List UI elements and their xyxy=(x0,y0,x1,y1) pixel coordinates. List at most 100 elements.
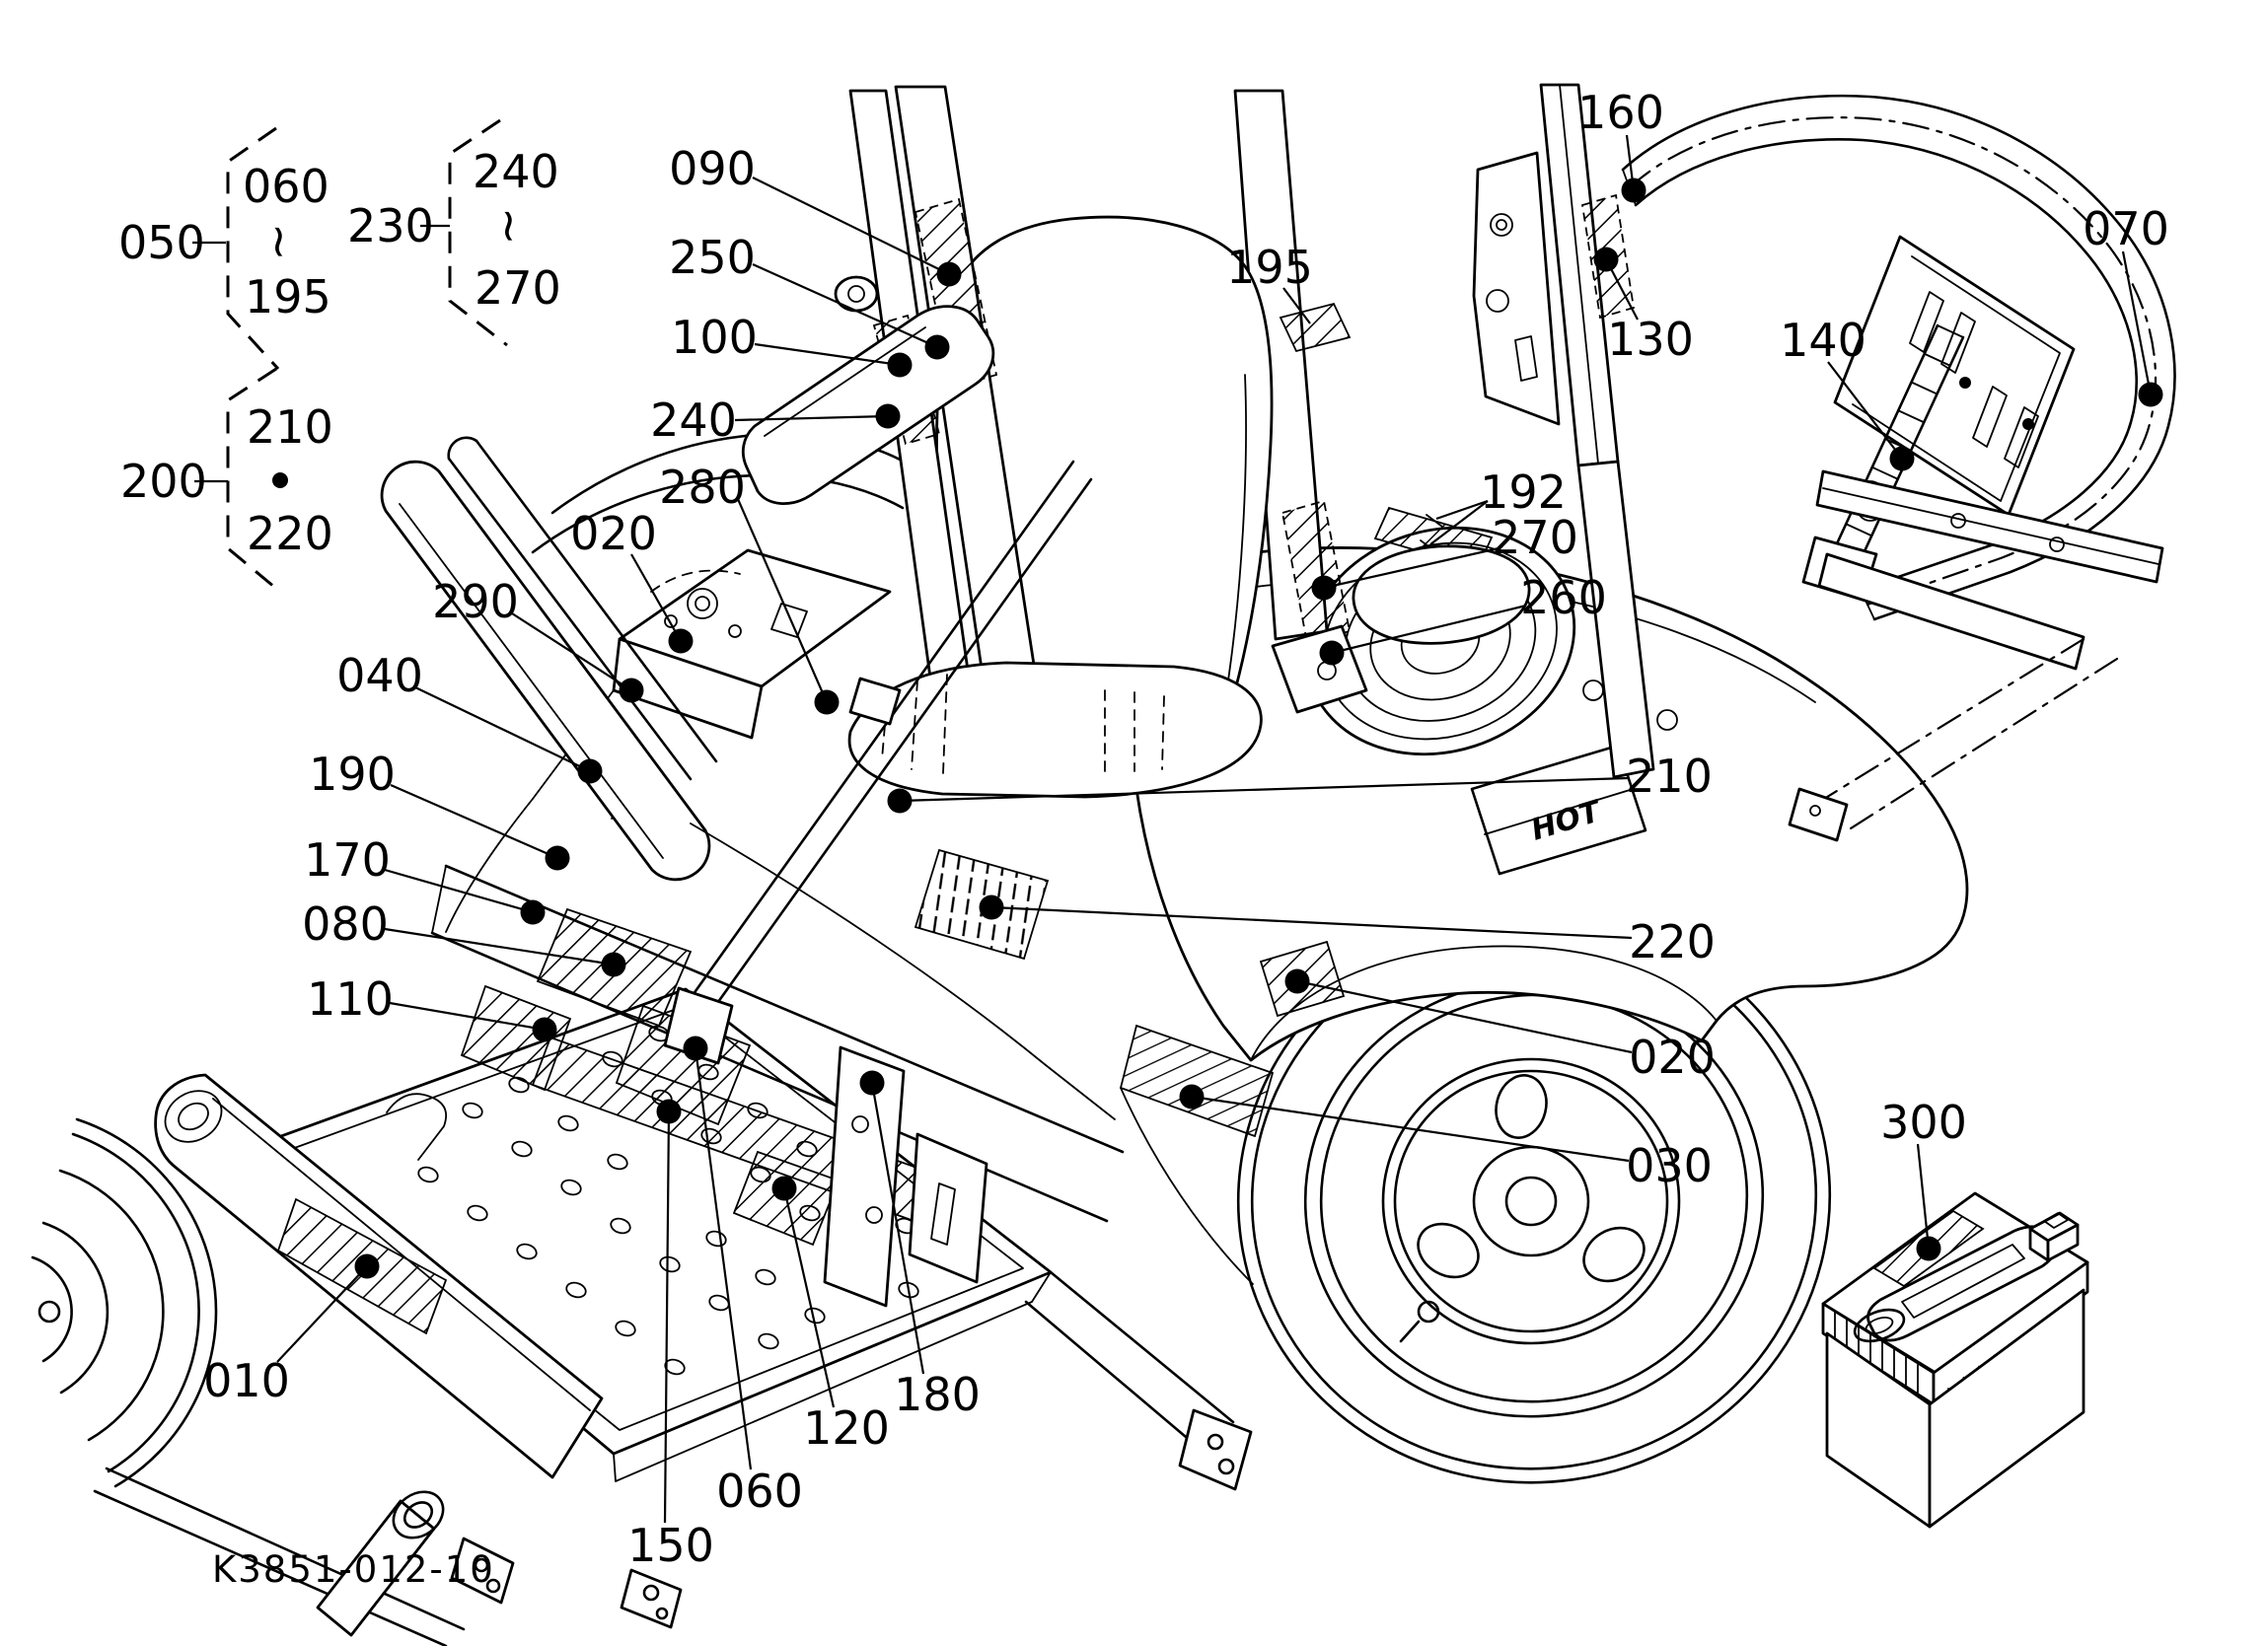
leader-dot xyxy=(1889,446,1915,471)
leader-line xyxy=(754,342,901,367)
post-decal-lower xyxy=(1280,499,1352,645)
leader-dot xyxy=(1284,968,1310,994)
callout-190: 190 xyxy=(309,748,570,871)
callout-label: 170 xyxy=(304,833,391,887)
callout-label: 280 xyxy=(659,461,746,514)
leader-dot xyxy=(1179,1084,1205,1109)
callout-030: 030 xyxy=(1179,1084,1713,1192)
callout-label: 240 xyxy=(650,394,737,447)
group-200-label: 200 xyxy=(120,455,207,508)
callout-label: 270 xyxy=(1492,511,1578,564)
leader-dot xyxy=(354,1253,380,1279)
leader-line xyxy=(734,414,889,422)
leader-dot xyxy=(1593,247,1619,272)
leader-line xyxy=(1827,361,1903,460)
floor-hole xyxy=(516,1243,538,1260)
group-230-item-end: 270 xyxy=(475,261,561,315)
leader-dot xyxy=(924,334,950,360)
leader-dot xyxy=(619,678,644,703)
strut-hatch xyxy=(1845,523,1873,537)
rops-bracket-plate xyxy=(1472,151,1561,426)
callout-label: 250 xyxy=(669,231,756,284)
leader-dot xyxy=(875,403,901,429)
seat-base-decal xyxy=(1279,302,1352,353)
leader-dot xyxy=(1311,575,1337,601)
callout-300: 300 xyxy=(1880,1096,1967,1261)
leader-dot xyxy=(1319,640,1345,666)
front-panel-decal xyxy=(1119,1024,1275,1138)
floor-hole xyxy=(511,1140,533,1158)
leader-line xyxy=(1916,1143,1931,1250)
strut-hatch xyxy=(1870,465,1899,480)
floor-hole xyxy=(565,1281,587,1299)
leader-dot xyxy=(520,899,546,925)
callout-label: 140 xyxy=(1780,314,1866,367)
callout-label: 290 xyxy=(432,575,519,628)
leader-line xyxy=(384,868,534,914)
callout-label: 160 xyxy=(1577,86,1664,139)
leader-line xyxy=(511,612,632,691)
leader-dot xyxy=(814,689,840,715)
callout-270: 270 xyxy=(1311,511,1578,601)
callout-label: 020 xyxy=(1629,1031,1716,1084)
leader-line xyxy=(752,177,950,275)
callout-label: 030 xyxy=(1626,1139,1713,1192)
callout-label: 192 xyxy=(1480,465,1567,519)
leader-dot xyxy=(601,952,626,977)
group-050-label: 050 xyxy=(118,216,205,269)
floor-hole xyxy=(755,1268,776,1286)
callout-250: 250 xyxy=(669,231,950,360)
floor-hole xyxy=(898,1281,919,1299)
callout-label: 100 xyxy=(671,311,758,364)
strut-hatch xyxy=(1923,352,1951,367)
leader-line xyxy=(1323,546,1500,590)
callout-label: 070 xyxy=(2083,202,2169,255)
leader-dot xyxy=(979,895,1004,920)
leader-line xyxy=(414,686,591,772)
callout-label: 210 xyxy=(1626,750,1713,803)
callout-110: 110 xyxy=(307,972,557,1042)
strut-hatch xyxy=(1937,324,1964,338)
lap-bar-levers xyxy=(380,436,718,882)
callout-label: 180 xyxy=(894,1368,981,1421)
leader-line xyxy=(990,905,1633,940)
leader-line xyxy=(276,1265,368,1363)
lower-frame-rails xyxy=(93,1270,1253,1646)
front-caster-wheel xyxy=(31,1117,218,1488)
callout-290: 290 xyxy=(432,575,644,703)
group-230-item-start: 240 xyxy=(473,145,559,198)
group-230-range-symbol: ~ xyxy=(483,207,537,246)
callout-260: 260 xyxy=(1319,571,1607,666)
callout-090: 090 xyxy=(669,142,962,287)
leader-dot xyxy=(1621,178,1646,203)
callout-010: 010 xyxy=(203,1253,380,1407)
floor-hole xyxy=(615,1320,636,1337)
callout-192: 192 xyxy=(1429,465,1567,545)
leader-line xyxy=(736,498,829,703)
battery-detail xyxy=(1821,1191,2089,1529)
callout-label: 260 xyxy=(1520,571,1607,624)
callout-020: 020 xyxy=(570,507,694,654)
callout-210: 210 xyxy=(887,750,1713,814)
callout-170: 170 xyxy=(304,833,546,925)
leader-dot xyxy=(577,758,603,784)
floor-hole xyxy=(758,1332,779,1350)
callout-layer: 0902501002402800202900401901700801100101… xyxy=(203,86,2169,1572)
callout-220: 220 xyxy=(979,895,1716,968)
callout-label: 010 xyxy=(203,1354,290,1407)
leader-line xyxy=(390,783,558,860)
strut-hatch xyxy=(1897,409,1926,424)
leader-line xyxy=(1282,287,1311,324)
callout-label: 040 xyxy=(336,649,423,702)
leader-dot xyxy=(771,1176,797,1201)
leader-line xyxy=(2121,250,2153,395)
leader-dot xyxy=(887,788,913,814)
group-200-item-start: 210 xyxy=(247,400,333,454)
callout-label: 130 xyxy=(1607,313,1694,366)
callout-label: 080 xyxy=(302,897,389,951)
callout-240: 240 xyxy=(650,394,901,447)
callout-020: 020 xyxy=(1284,968,1716,1084)
leader-line xyxy=(384,927,615,966)
callout-070: 070 xyxy=(2083,202,2169,407)
